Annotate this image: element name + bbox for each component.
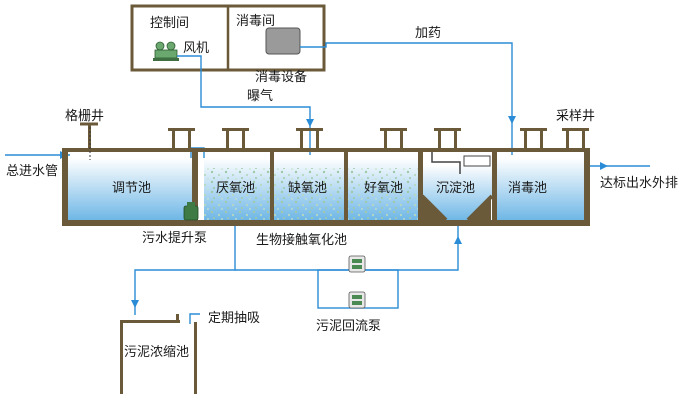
- sludge-pump-icon: [348, 255, 366, 273]
- thickener-roof: [120, 320, 180, 323]
- treatment-tank-structure: [62, 122, 590, 226]
- sludge-thickener: [120, 314, 197, 394]
- wall-anoxic-aerobic: [344, 150, 348, 222]
- settling-water: [422, 165, 492, 220]
- anaerobic-tank-label: 厌氧池: [216, 181, 255, 196]
- tank-roof: [62, 148, 590, 152]
- tank-floor: [62, 220, 590, 226]
- settling-weir: [463, 155, 491, 167]
- regulating-water: [68, 158, 192, 220]
- sampling-well-label: 采样井: [556, 109, 595, 124]
- wall-aerobic-settling: [418, 150, 423, 222]
- thickener-vent: [176, 314, 179, 323]
- settling-baffle: [431, 152, 461, 174]
- screen-well-label: 格栅井: [65, 108, 104, 124]
- equipment-building: 控制间 消毒间 风机 消毒设备: [130, 4, 326, 85]
- regulating-tank-label: 调节池: [112, 181, 151, 196]
- sludge-pump-icon: [348, 291, 366, 309]
- disinfection-water: [496, 158, 584, 220]
- dosing-arrow: [508, 116, 516, 124]
- disinfection-equipment-icon: [265, 27, 301, 55]
- biofilm-media: [204, 168, 420, 220]
- blower-label: 风机: [183, 41, 209, 56]
- dosing-label: 加药: [415, 26, 441, 41]
- thickener-arrow: [131, 300, 139, 308]
- manholes: [168, 128, 589, 150]
- sludge-return-pumps: [348, 255, 366, 309]
- right-wall: [584, 150, 590, 226]
- disinfection-room-label: 消毒间: [236, 14, 275, 29]
- outlet-label: 达标出水外排: [600, 176, 678, 191]
- settling-tank-label: 沉淀池: [436, 181, 475, 196]
- control-room-label: 控制间: [150, 16, 189, 31]
- hopper-fill-right: [470, 198, 491, 220]
- wall-anaerobic-anoxic: [270, 150, 274, 222]
- sludge-to-thickener-pipe: [134, 222, 236, 315]
- hopper-left: [420, 194, 448, 222]
- outlet-arrow: [600, 162, 608, 170]
- disinfection-tank-label: 消毒池: [508, 181, 547, 196]
- hopper-right: [466, 194, 494, 222]
- screen-well-wall: [88, 124, 91, 152]
- hopper-fill-left: [423, 198, 444, 220]
- aeration-arrow: [306, 119, 314, 127]
- sludge-return-pump-label: 污泥回流泵: [316, 319, 381, 334]
- wall-settling-disinfection: [492, 150, 497, 222]
- left-wall: [62, 150, 68, 226]
- periodic-pumping-label: 定期抽吸: [208, 311, 260, 326]
- main-inlet-label: 总进水管: [6, 164, 58, 179]
- periodic-pumping-pipe: [189, 313, 200, 324]
- aeration-label: 曝气: [247, 88, 273, 104]
- aerobic-tank-label: 好氧池: [364, 181, 403, 196]
- sludge-thickener-label: 污泥浓缩池: [124, 344, 189, 360]
- disinfection-equipment-label: 消毒设备: [255, 69, 307, 85]
- thickener-left-wall: [120, 322, 123, 394]
- dosing-pipe: [300, 42, 513, 155]
- bio-contact-tank-label: 生物接触氧化池: [256, 232, 347, 248]
- blower-icon: [153, 41, 179, 61]
- return-arrow: [454, 236, 462, 244]
- lift-pump-icon: [183, 202, 199, 221]
- thickener-right-wall: [194, 322, 197, 394]
- lift-pump-label: 污水提升泵: [142, 230, 207, 246]
- wall-regulating-anaerobic: [192, 150, 198, 222]
- anoxic-tank-label: 缺氧池: [288, 181, 327, 196]
